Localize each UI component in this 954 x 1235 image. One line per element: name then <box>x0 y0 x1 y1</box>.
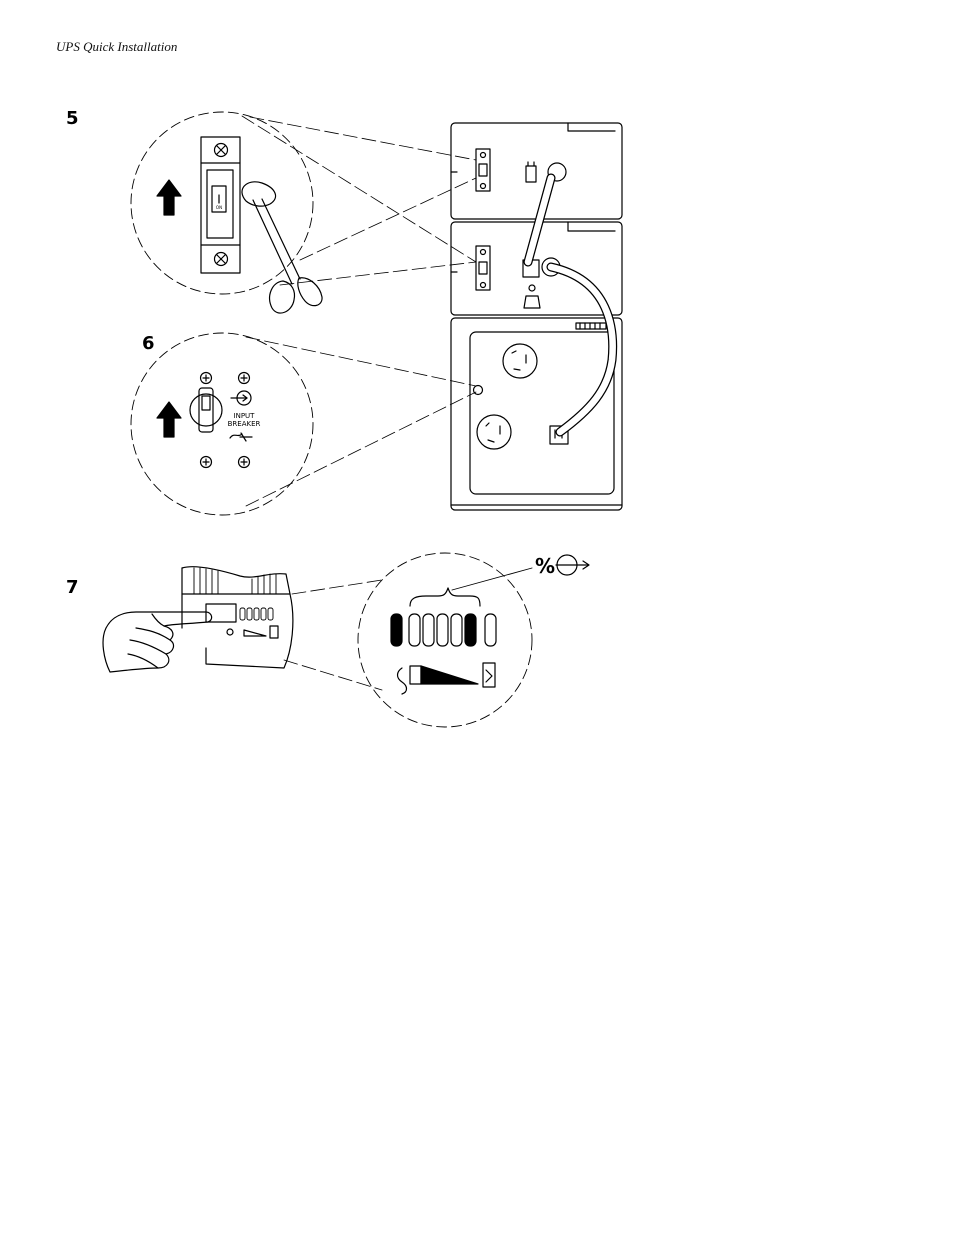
led-bar <box>465 614 476 646</box>
led-bar <box>437 614 448 646</box>
pointer-line <box>452 568 532 590</box>
cable-outline <box>551 267 613 432</box>
callout-lines-7 <box>284 580 382 690</box>
scissors-icon <box>253 199 322 313</box>
ac-line-icon <box>398 668 407 694</box>
ups-main-unit <box>451 318 622 510</box>
input-label: INPUT <box>234 412 256 420</box>
load-ramp-icon <box>421 666 478 684</box>
up-arrow-icon <box>157 180 181 215</box>
outlet-lower <box>477 415 511 449</box>
magnifier-circle-6 <box>131 333 313 515</box>
input-breaker-button[interactable] <box>474 386 483 395</box>
magnifier-circle-7 <box>358 553 532 727</box>
magnifier-circle-5 <box>131 112 313 294</box>
led-bar <box>485 614 496 646</box>
switch-on-label: ON <box>216 205 222 210</box>
ups-battery-pack-top <box>451 123 622 219</box>
outlet-upper <box>503 344 537 378</box>
ups-front-panel <box>182 567 293 668</box>
led-bar <box>391 614 402 646</box>
callout-lines-6 <box>246 337 476 506</box>
callout-lines-5 <box>242 116 476 285</box>
bracket-brace <box>410 588 480 606</box>
step5-illustration: ON <box>131 112 622 315</box>
breaker-label: BREAKER <box>228 420 261 428</box>
percent-symbol: % <box>535 554 555 578</box>
battery-icon <box>483 663 495 687</box>
led-bar <box>409 614 420 646</box>
load-bar-graph <box>391 614 496 646</box>
step7-illustration: % <box>103 553 589 727</box>
tie-wrap <box>242 182 276 206</box>
step6-illustration: INPUT BREAKER <box>131 267 622 515</box>
led-bar <box>423 614 434 646</box>
led-bar <box>451 614 462 646</box>
up-arrow-icon <box>157 402 181 437</box>
